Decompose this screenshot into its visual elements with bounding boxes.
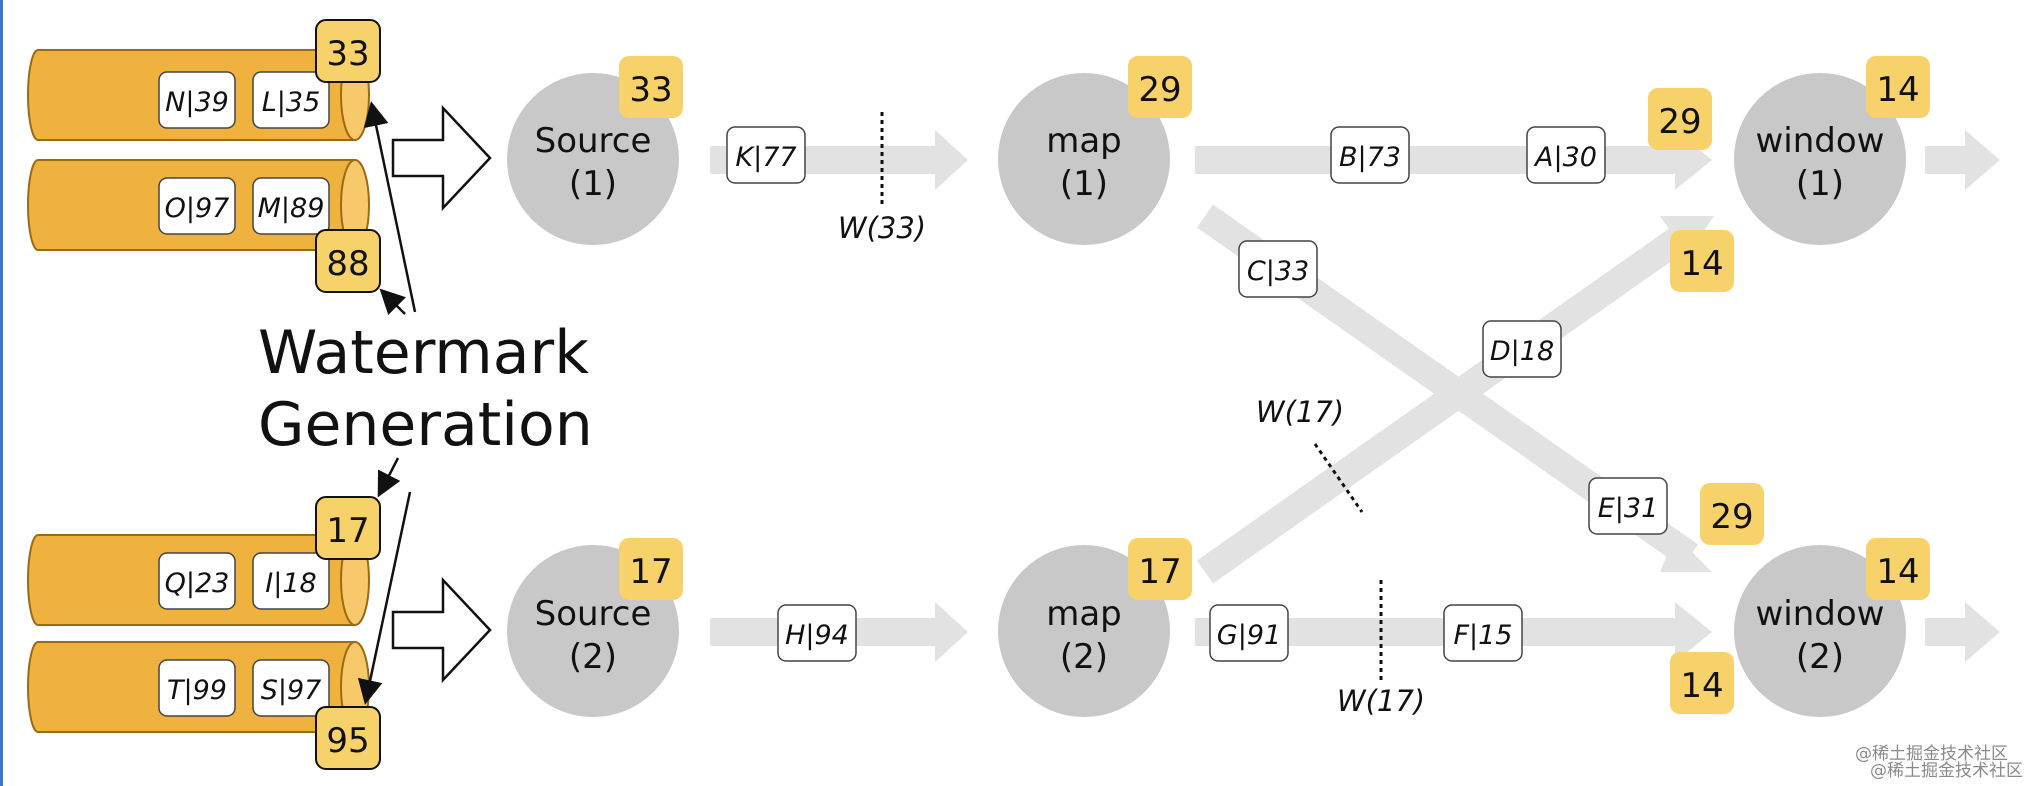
event-card <box>158 177 236 235</box>
event-c: C|33 <box>1238 240 1318 298</box>
event-d: D|18 <box>1482 320 1562 378</box>
svg-text:88: 88 <box>326 244 369 284</box>
svg-text:window: window <box>1756 121 1885 161</box>
node-watermark-badge: 14 <box>1866 538 1930 600</box>
node-map-2: map (2) <box>998 545 1170 717</box>
event-card <box>158 659 236 717</box>
svg-text:(2): (2) <box>1796 637 1844 677</box>
event-e: E|31 <box>1588 477 1668 535</box>
svg-text:(1): (1) <box>1796 164 1844 204</box>
event-label: N|39 <box>165 87 229 118</box>
svg-text:A|30: A|30 <box>1533 142 1597 173</box>
stream-watermark-3: W(17) <box>1337 580 1425 718</box>
event-f: F|15 <box>1443 604 1523 662</box>
channel-watermark-badge: 14 <box>1670 652 1734 714</box>
node-window-1: window (1) <box>1734 73 1906 245</box>
event-label: L|35 <box>262 87 321 118</box>
event-card <box>158 71 236 129</box>
node-watermark-badge: 17 <box>619 538 683 600</box>
stream-watermark-1: W(33) <box>838 112 926 245</box>
svg-text:map: map <box>1046 121 1122 161</box>
event-card <box>252 552 330 610</box>
channel-watermark-badge: 29 <box>1700 483 1764 545</box>
annotation-arrows <box>357 101 417 705</box>
partition-1: N|39 L|35 <box>27 49 370 141</box>
event-card <box>252 177 330 235</box>
partition-watermark-badge: 33 <box>315 19 381 83</box>
svg-text:Source: Source <box>535 121 652 161</box>
node-watermark-badge: 17 <box>1128 538 1192 600</box>
credit-text: @稀土掘金技术社区 <box>1855 744 2008 764</box>
ingest-arrow-1 <box>391 104 492 212</box>
svg-text:W(33): W(33) <box>838 211 926 245</box>
event-label: O|97 <box>165 193 230 224</box>
node-window-2: window (2) <box>1734 545 1906 717</box>
node-watermark-badge: 33 <box>619 56 683 118</box>
svg-text:W(17): W(17) <box>1256 395 1344 429</box>
channel-watermark-badge: 29 <box>1648 88 1712 150</box>
partition-watermark-badge: 17 <box>315 496 381 560</box>
svg-text:33: 33 <box>629 70 672 110</box>
watermark-generation-label: Generation <box>258 390 593 460</box>
node-watermark-badge: 14 <box>1866 56 1930 118</box>
svg-text:B|73: B|73 <box>1339 142 1401 173</box>
ingest-arrow-2 <box>391 576 492 684</box>
svg-text:K|77: K|77 <box>735 142 796 173</box>
event-card <box>252 659 330 717</box>
svg-text:W(17): W(17) <box>1337 684 1425 718</box>
svg-text:E|31: E|31 <box>1598 493 1659 524</box>
svg-text:14: 14 <box>1680 666 1723 706</box>
event-label: I|18 <box>265 568 316 599</box>
event-k: K|77 <box>726 126 806 184</box>
event-a: A|30 <box>1526 126 1606 184</box>
partition-2: O|97 M|89 <box>27 159 370 251</box>
svg-text:14: 14 <box>1680 244 1723 284</box>
event-label: Q|23 <box>165 568 230 599</box>
partition-watermark-badge: 88 <box>315 229 381 293</box>
svg-text:window: window <box>1756 594 1885 634</box>
svg-text:(2): (2) <box>569 637 617 677</box>
svg-text:Source: Source <box>535 594 652 634</box>
partition-4: T|99 S|97 <box>27 641 370 733</box>
svg-text:95: 95 <box>326 721 369 761</box>
svg-text:G|91: G|91 <box>1217 620 1281 651</box>
channel-watermark-badge: 14 <box>1670 230 1734 292</box>
svg-text:17: 17 <box>326 511 369 551</box>
event-b: B|73 <box>1330 126 1410 184</box>
watermark-generation-label: Watermark <box>258 318 589 388</box>
node-map-1: map (1) <box>998 73 1170 245</box>
svg-text:33: 33 <box>326 34 369 74</box>
svg-text:29: 29 <box>1658 102 1701 142</box>
svg-text:C|33: C|33 <box>1247 256 1309 287</box>
svg-text:map: map <box>1046 594 1122 634</box>
stream-watermark-2: W(17) <box>1256 395 1364 513</box>
event-label: M|89 <box>258 193 325 224</box>
partition-watermark-badge: 95 <box>315 706 381 770</box>
event-label: S|97 <box>261 675 322 706</box>
svg-text:F|15: F|15 <box>1454 620 1513 651</box>
svg-text:(1): (1) <box>1060 164 1108 204</box>
event-h: H|94 <box>777 604 857 662</box>
svg-text:14: 14 <box>1876 552 1919 592</box>
svg-text:(2): (2) <box>1060 637 1108 677</box>
event-label: T|99 <box>167 675 227 706</box>
svg-text:17: 17 <box>629 552 672 592</box>
event-card <box>252 71 330 129</box>
svg-text:17: 17 <box>1138 552 1181 592</box>
svg-text:29: 29 <box>1138 70 1181 110</box>
node-watermark-badge: 29 <box>1128 56 1192 118</box>
left-edge-strip <box>0 0 3 786</box>
event-card <box>158 552 236 610</box>
svg-text:(1): (1) <box>569 164 617 204</box>
event-g: G|91 <box>1209 604 1289 662</box>
svg-text:D|18: D|18 <box>1490 336 1554 367</box>
credit-text: @稀土掘金技术社区 <box>1870 761 2023 781</box>
svg-text:29: 29 <box>1710 497 1753 537</box>
svg-text:14: 14 <box>1876 70 1919 110</box>
svg-text:H|94: H|94 <box>785 620 849 651</box>
